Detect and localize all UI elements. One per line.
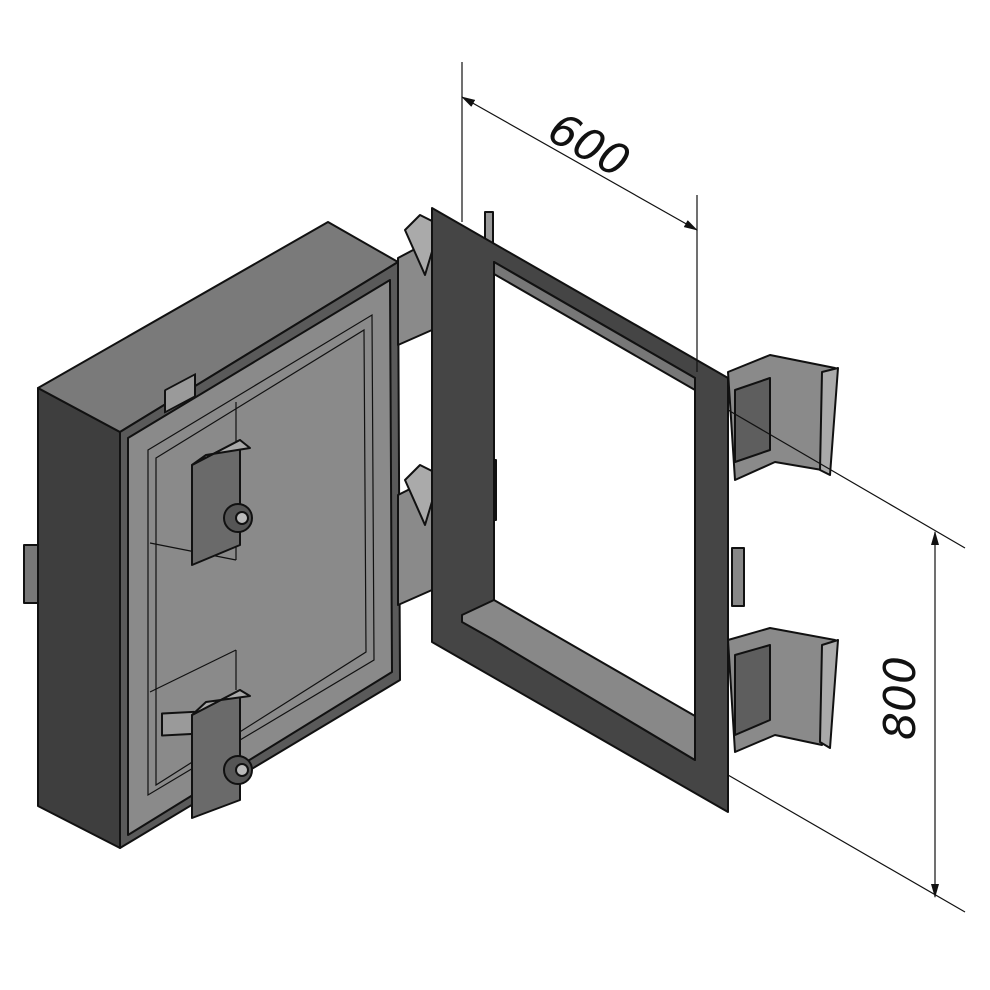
door-panel-border (147, 313, 375, 797)
door-seam (149, 649, 237, 693)
door-inner-panel (155, 328, 367, 787)
side-handle (23, 544, 39, 604)
dimension-width: 600 (461, 62, 698, 372)
enclosure-side-face (37, 387, 121, 849)
dimension-height: 800 (727, 409, 966, 913)
enclosure-box (23, 221, 401, 849)
frame-inner-bottom (461, 599, 696, 761)
height-dimension-label: 800 (875, 656, 926, 740)
upper-clamp (164, 373, 253, 566)
right-clips (727, 354, 839, 753)
dimension-line (461, 96, 698, 231)
enclosure-door (127, 279, 393, 836)
extension-line (727, 409, 966, 549)
extension-line (727, 774, 966, 913)
lower-clamp (161, 689, 253, 819)
width-dimension-label: 600 (540, 103, 638, 188)
mounting-frame (431, 207, 729, 813)
